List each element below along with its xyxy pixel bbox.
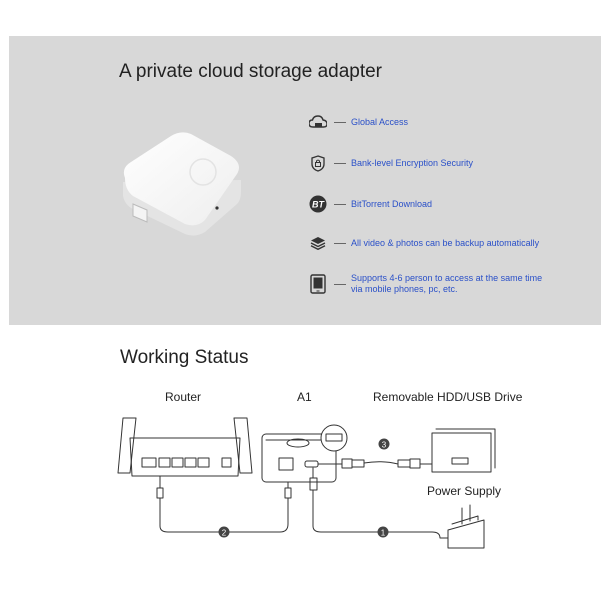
feature-bittorrent: BT BitTorrent Download [309,193,432,215]
feature-multi-user: Supports 4-6 person to access at the sam… [309,270,542,298]
adapter-device-image [123,132,241,236]
feature-encryption: Bank-level Encryption Security [309,152,473,174]
feature-global-access: Global Access [309,111,408,133]
feature-text-line2: via mobile phones, pc, etc. [351,284,458,294]
power-plug-illustration [447,504,485,549]
feature-text: Global Access [351,116,409,127]
feature-banner: A private cloud storage adapter Global A… [9,36,601,325]
a1-label: A1 [297,390,312,404]
router-illustration [117,417,253,477]
power-supply-label: Power Supply [427,484,502,498]
layers-icon [309,234,327,252]
feature-backup: All video & photos can be backup automat… [309,232,539,254]
feature-text: All video & photos can be backup automat… [351,237,540,248]
svg-text:BT: BT [312,200,325,210]
feature-text: Supports 4-6 person to access at the sam… [351,273,542,295]
feature-text-line1: Supports 4-6 person to access at the sam… [351,273,543,283]
step-3-label: 3 [382,441,387,450]
banner-title: A private cloud storage adapter [119,61,383,82]
feature-text: BitTorrent Download [351,198,433,209]
a1-illustration [261,424,348,483]
bittorrent-icon: BT [309,195,327,213]
mobile-device-icon [309,274,327,294]
shield-lock-icon [309,154,327,172]
step-1-label: 1 [381,529,386,538]
hdd-label: Removable HDD/USB Drive [373,390,523,404]
step-2-label: 2 [222,529,227,538]
feature-text: Bank-level Encryption Security [351,157,474,168]
step-markers: 3 2 1 [218,438,390,538]
working-status-title: Working Status [120,347,249,368]
router-label: Router [165,390,202,404]
hdd-illustration [431,428,496,473]
